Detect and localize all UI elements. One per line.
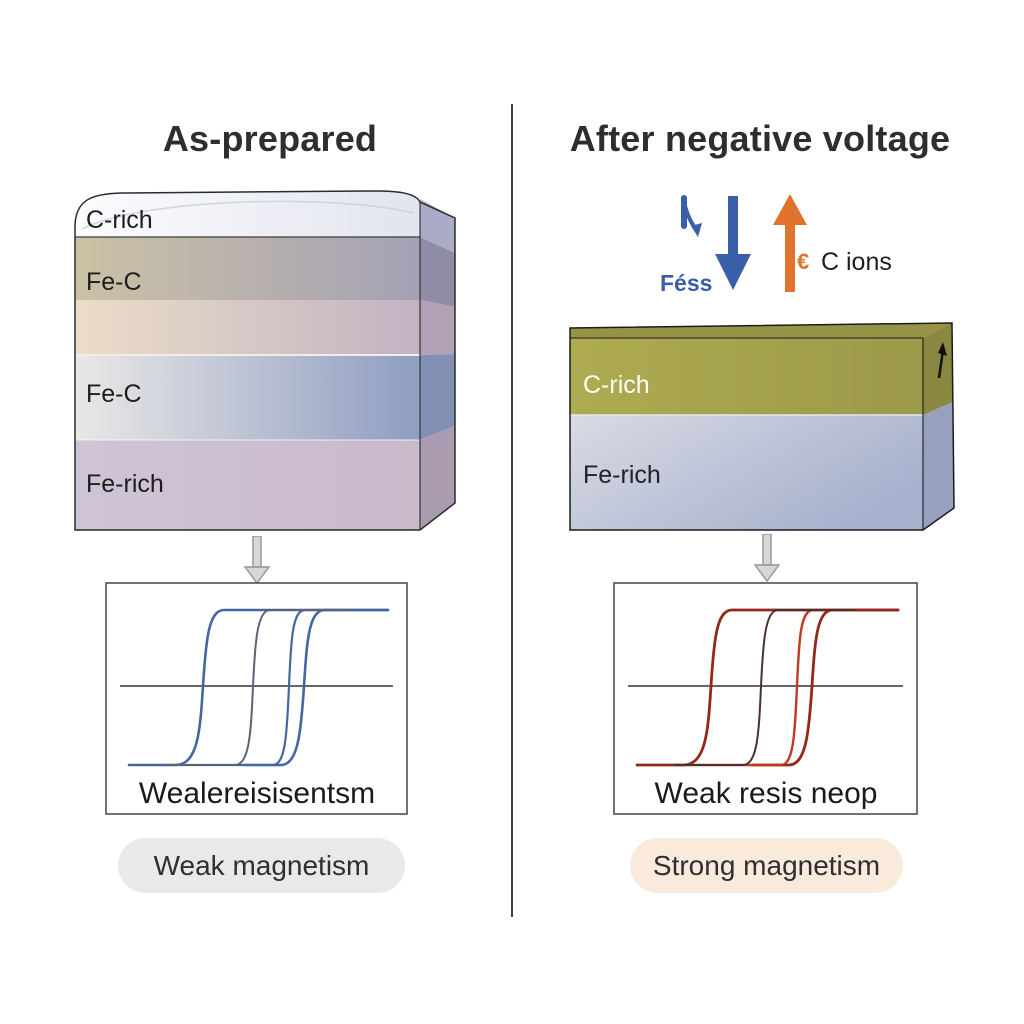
layer-label-crich: C-rich [86, 206, 153, 234]
layer-label-crich: C-rich [583, 371, 650, 399]
as-prepared-layer-stack: C-rich Fe-C Fe-C Fe-rich [74, 190, 456, 531]
layer-fec1-lower-band [75, 300, 420, 355]
layer-fec1-front [75, 237, 420, 300]
magnetization-arrowhead-icon [938, 342, 947, 356]
strong-magnetism-hysteresis-plot: Weak resis neop [613, 582, 918, 815]
layer-ferich-front [75, 440, 420, 530]
stack-outline [74, 190, 456, 531]
plot-frame [613, 582, 918, 815]
layer-fec1-side [420, 237, 455, 307]
badge-label: Strong magnetism [652, 849, 881, 881]
loop-ascending-branch [751, 608, 900, 767]
layer-fec2-side [420, 354, 455, 440]
weak-magnetism-badge: Weak magnetism [118, 838, 405, 893]
plot-caption: Weak resis neop [655, 777, 878, 810]
inner-loop-descending-branch [166, 609, 348, 766]
plot-caption: Wealereisisentsm [139, 777, 375, 810]
big-down-arrow-icon [715, 196, 751, 290]
panel-divider-line [511, 104, 513, 917]
loop-descending-branch [635, 608, 900, 767]
hysteresis-outer-loop [635, 608, 900, 767]
arrowhead [753, 564, 781, 582]
arrow-shaft [762, 534, 772, 566]
inner-loop-descending-branch [674, 609, 856, 766]
layer-label-fec2: Fe-C [86, 380, 142, 408]
layer-ferich-front [570, 415, 923, 530]
stack-outline [569, 322, 955, 531]
stack-front-edges [570, 337, 924, 530]
arrow-shaft [252, 536, 262, 568]
fe-ions-label: Féss [660, 270, 712, 296]
layer-label-fec1: Fe-C [86, 268, 142, 296]
layer-crich-front [570, 338, 923, 415]
hysteresis-outer-loop [127, 608, 390, 767]
layer-fec2-front [75, 355, 420, 440]
inner-loop-ascending-branch [681, 608, 857, 767]
weak-magnetism-hysteresis-plot: Wealereisisentsm [105, 582, 408, 815]
layer-label-ferich: Fe-rich [86, 470, 164, 498]
plot-frame [105, 582, 408, 815]
left-panel-title: As-prepared [162, 118, 378, 159]
down-connector-arrow-icon [243, 536, 271, 584]
inner-loop-ascending-branch [173, 608, 349, 767]
right-panel-title: After negative voltage [569, 118, 951, 159]
magnetization-arrow-shaft-icon [937, 349, 945, 379]
layer-fec1b-side [420, 300, 455, 355]
layer-crich-side [923, 323, 953, 415]
layer-ferich-side [923, 402, 954, 530]
layer-ferich-side [420, 426, 455, 530]
layer-label-ferich: Fe-rich [583, 461, 661, 489]
fe-ions-down-arrows [681, 195, 751, 290]
arrowhead [243, 566, 271, 584]
loop-descending-branch [127, 608, 390, 767]
layer-crich-top-gloss-line [81, 200, 415, 230]
electron-symbol: € [797, 249, 809, 274]
layer-crich-side [420, 199, 455, 253]
down-connector-arrow-icon [753, 534, 781, 582]
small-down-arrowhead-icon [691, 223, 702, 237]
strong-magnetism-badge: Strong magnetism [630, 838, 903, 893]
after-voltage-layer-stack: C-rich Fe-rich [569, 322, 955, 531]
ion-exchange-arrows: Féss € C ions [660, 194, 892, 296]
up-arrow-icon [773, 194, 807, 292]
loop-ascending-branch [243, 608, 390, 767]
c-ions-label: C ions [821, 248, 892, 276]
badge-label: Weak magnetism [153, 849, 370, 881]
